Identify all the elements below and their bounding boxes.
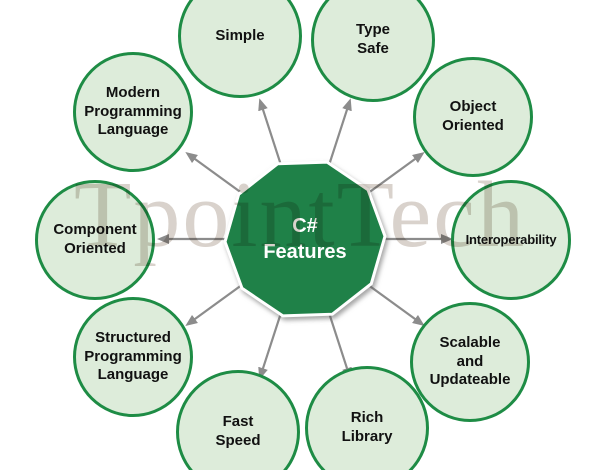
- node-scalable-and-updateable: Scalable and Updateable: [410, 302, 530, 422]
- center-decagon: [223, 160, 387, 318]
- node-type-safe: Type Safe: [311, 0, 435, 102]
- node-object-oriented: Object Oriented: [413, 57, 533, 177]
- node-rich-library: Rich Library: [305, 366, 429, 470]
- node-interoperability: Interoperability: [451, 180, 571, 300]
- node-structured-programming-language: Structured Programming Language: [73, 297, 193, 417]
- node-modern-programming-language: Modern Programming Language: [73, 52, 193, 172]
- node-component-oriented: Component Oriented: [35, 180, 155, 300]
- node-fast-speed: Fast Speed: [176, 370, 300, 470]
- node-simple: Simple: [178, 0, 302, 98]
